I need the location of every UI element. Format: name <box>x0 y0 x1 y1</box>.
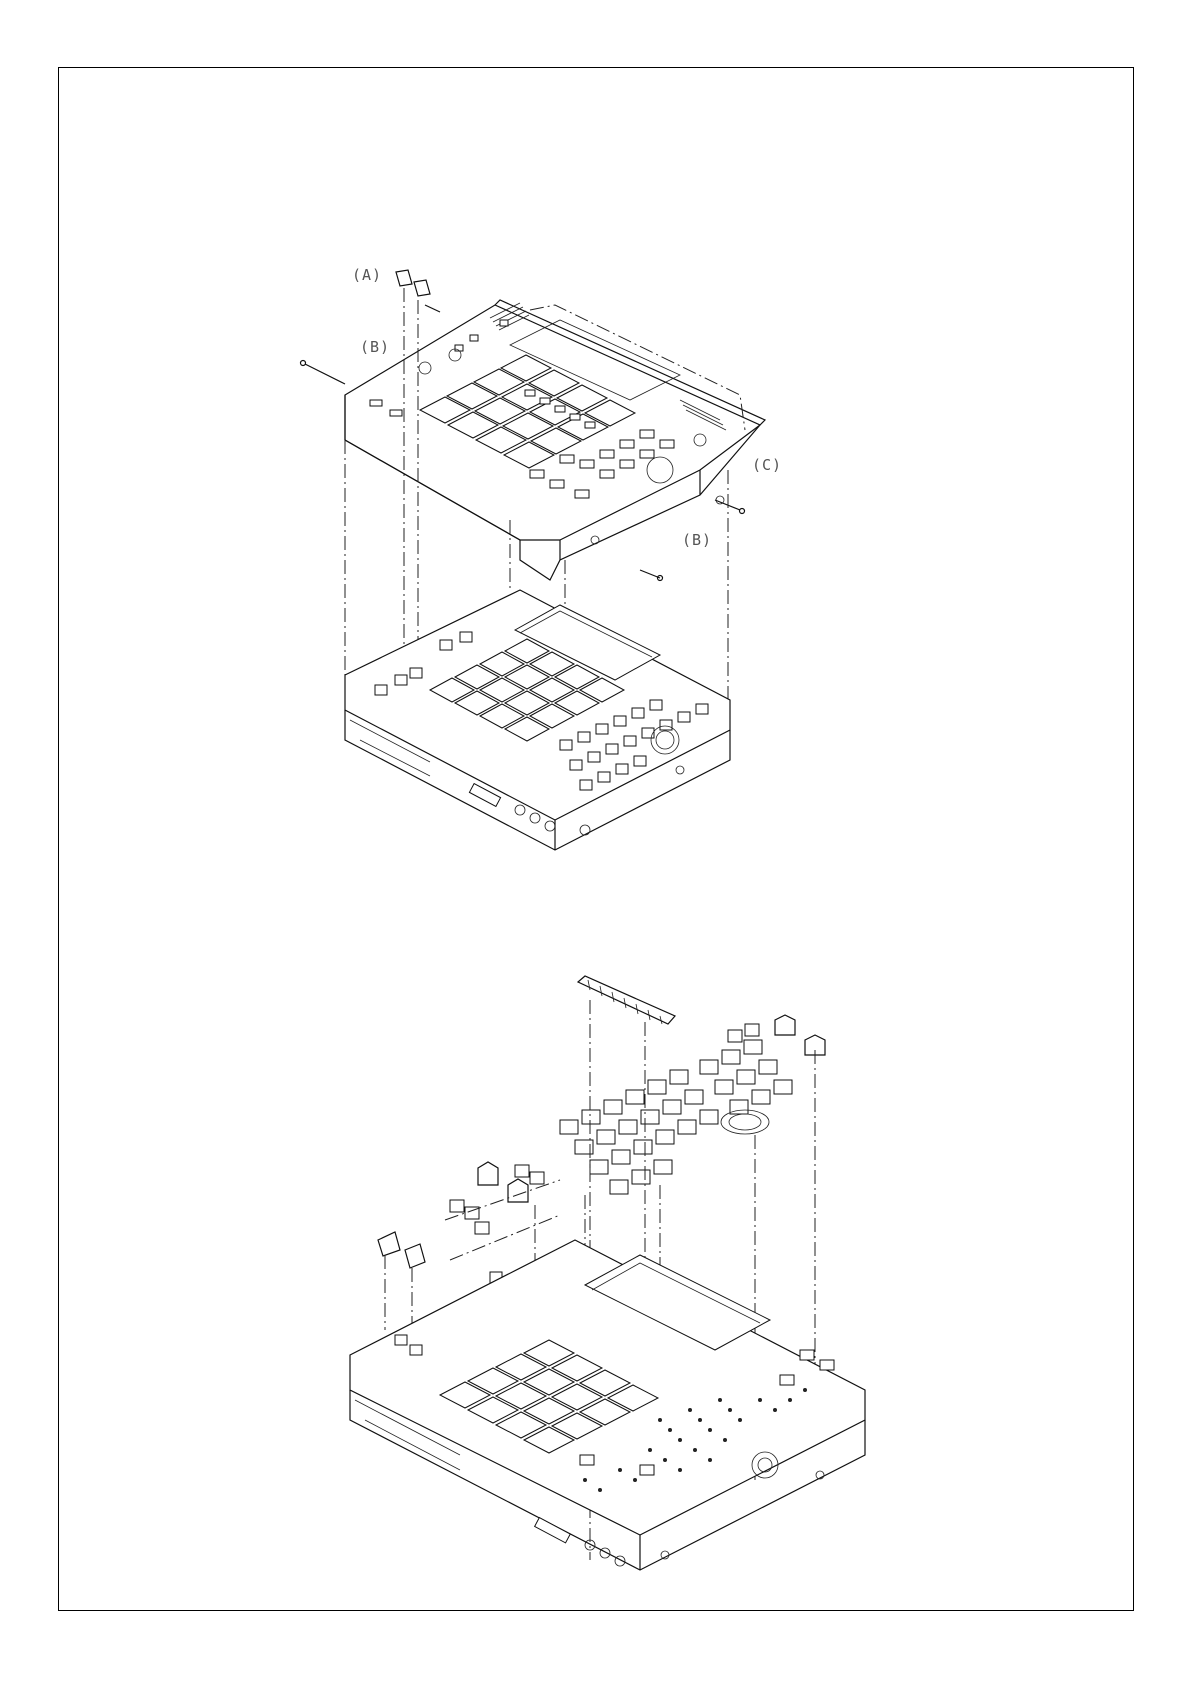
callout-c: (C) <box>752 456 782 474</box>
key-cap-strip <box>578 976 675 1024</box>
chassis-top-view <box>345 590 730 850</box>
knob-a-parts <box>396 270 430 296</box>
chassis-bottom-view <box>350 1240 865 1570</box>
knob-right-1 <box>775 1015 795 1035</box>
callout-b-bottom: (B) <box>682 531 712 549</box>
key-cap-cluster <box>560 1015 825 1194</box>
callout-b-top: (B) <box>360 338 390 356</box>
callout-a: (A) <box>352 266 382 284</box>
